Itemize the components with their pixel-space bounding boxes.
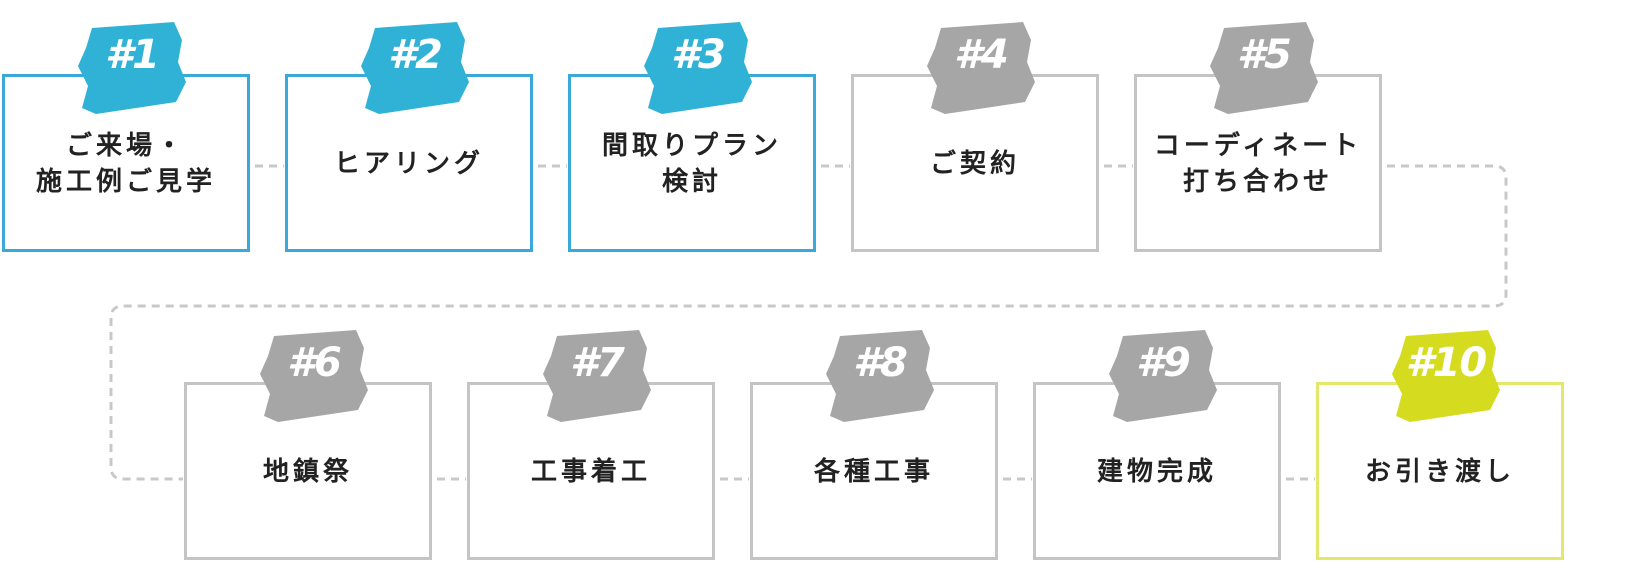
step-number: #8	[853, 340, 908, 386]
step-label: お引き渡し	[1364, 457, 1515, 487]
brush-stroke-shape	[1109, 330, 1217, 422]
step-box-1: ご来場・ 施工例ご見学	[2, 74, 250, 252]
step-box-2: ヒアリング	[285, 74, 533, 252]
step-number-badge: #6	[260, 330, 368, 422]
step-number: #4	[954, 32, 1009, 78]
step-number-badge: #1	[78, 22, 186, 114]
step-label: ご来場・ 施工例ご見学	[35, 131, 216, 197]
step-number: #10	[1405, 340, 1488, 386]
brush-stroke-shape	[927, 22, 1035, 114]
step-number: #9	[1136, 340, 1191, 386]
brush-stroke-shape	[1392, 330, 1500, 422]
step-number-badge: #10	[1392, 330, 1500, 422]
step-label: ご契約	[929, 149, 1020, 179]
step-label: 地鎮祭	[262, 457, 353, 487]
step-number-badge: #8	[826, 330, 934, 422]
step-number-badge: #9	[1109, 330, 1217, 422]
connector-5-6	[109, 164, 1508, 481]
step-label: 建物完成	[1096, 457, 1217, 487]
brush-stroke-shape	[361, 22, 469, 114]
step-label: 工事着工	[530, 457, 651, 487]
step-number-badge: #3	[644, 22, 752, 114]
step-number: #5	[1237, 32, 1292, 78]
step-label: コーディネート 打ち合わせ	[1153, 131, 1363, 197]
brush-stroke-shape	[826, 330, 934, 422]
step-box-3: 間取りプラン 検討	[568, 74, 816, 252]
step-number-badge: #2	[361, 22, 469, 114]
brush-stroke-shape	[260, 330, 368, 422]
brush-stroke-shape	[543, 330, 651, 422]
step-number-badge: #5	[1210, 22, 1318, 114]
brush-stroke-shape	[644, 22, 752, 114]
step-label: 間取りプラン 検討	[601, 131, 782, 197]
step-number: #6	[287, 340, 342, 386]
brush-stroke-shape	[1210, 22, 1318, 114]
step-number: #7	[570, 340, 625, 386]
brush-stroke-shape	[78, 22, 186, 114]
step-label: ヒアリング	[333, 149, 484, 179]
step-number-badge: #4	[927, 22, 1035, 114]
step-number: #3	[671, 32, 726, 78]
step-number: #2	[388, 32, 443, 78]
step-label: 各種工事	[813, 457, 934, 487]
step-number: #1	[105, 32, 160, 78]
step-number-badge: #7	[543, 330, 651, 422]
